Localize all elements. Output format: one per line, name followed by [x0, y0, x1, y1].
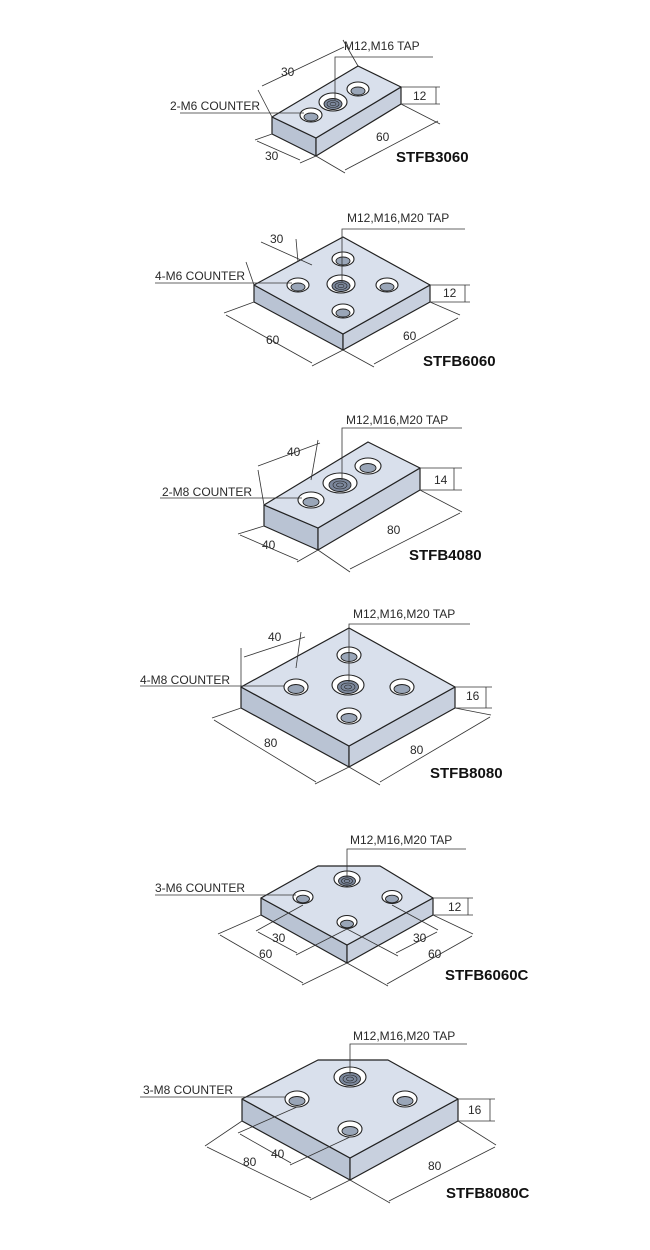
- counter-hole: [331, 251, 355, 267]
- counter-label: 3-M8 COUNTER: [143, 1083, 233, 1097]
- dim-height: 16: [466, 689, 480, 703]
- dim-bottom-left: 30: [265, 149, 279, 163]
- plate-stfb6060c: M12,M16,M20 TAP 3-M6 COUNTER 30 60 30 60…: [155, 833, 529, 987]
- model-name: STFB8080C: [446, 1185, 530, 1202]
- counter-hole: [284, 1090, 310, 1108]
- counter-label: 4-M8 COUNTER: [140, 673, 230, 687]
- plate-stfb8080: M12,M16,M20 TAP 4-M8 COUNTER 40 80 80 16…: [140, 607, 503, 786]
- counter-hole: [389, 678, 415, 696]
- tap-hole: [326, 274, 356, 294]
- counter-hole: [381, 889, 403, 905]
- dim-height: 12: [443, 286, 457, 300]
- counter-label: 3-M6 COUNTER: [155, 881, 245, 895]
- dim-height: 16: [468, 1103, 482, 1117]
- tap-label: M12,M16,M20 TAP: [347, 211, 449, 225]
- dim-inner-right: 30: [413, 931, 427, 945]
- tap-hole: [318, 92, 348, 112]
- tap-hole: [331, 674, 365, 696]
- dim-bottom-left: 60: [259, 947, 273, 961]
- dim-bottom-right: 60: [428, 947, 442, 961]
- tap-label: M12,M16,M20 TAP: [353, 607, 455, 621]
- dim-height: 14: [434, 473, 448, 487]
- model-name: STFB6060C: [445, 967, 529, 984]
- plate-stfb8080c: M12,M16,M20 TAP 3-M8 COUNTER 40 80 80 16…: [140, 1029, 530, 1204]
- tap-hole: [322, 472, 358, 494]
- model-name: STFB6060: [423, 353, 496, 370]
- tap-label: M12,M16,M20 TAP: [353, 1029, 455, 1043]
- dim-bottom-right: 80: [410, 743, 424, 757]
- tap-label: M12,M16,M20 TAP: [346, 413, 448, 427]
- model-name: STFB4080: [409, 547, 482, 564]
- dim-inner-left: 40: [271, 1147, 285, 1161]
- counter-hole: [346, 81, 370, 97]
- dim-bottom-left: 80: [264, 736, 278, 750]
- dim-bottom-left: 40: [262, 538, 276, 552]
- dim-bottom-right: 80: [428, 1159, 442, 1173]
- counter-hole: [354, 457, 382, 475]
- tap-hole: [333, 870, 361, 888]
- dim-bottom-right: 80: [387, 523, 401, 537]
- counter-hole: [292, 889, 314, 905]
- counter-hole: [392, 1090, 418, 1108]
- dim-bottom-right: 60: [376, 130, 390, 144]
- counter-hole: [337, 1120, 363, 1138]
- counter-hole: [299, 107, 323, 123]
- dim-inner-left: 30: [272, 931, 286, 945]
- tap-hole: [333, 1066, 367, 1088]
- counter-hole: [375, 277, 399, 293]
- counter-label: 4-M6 COUNTER: [155, 269, 245, 283]
- counter-hole: [297, 491, 325, 509]
- counter-label: 2-M8 COUNTER: [162, 485, 252, 499]
- counter-label: 2-M6 COUNTER: [170, 99, 260, 113]
- dim-top-left: 40: [268, 630, 282, 644]
- model-name: STFB3060: [396, 149, 469, 166]
- dim-height: 12: [448, 900, 462, 914]
- dim-bottom-left: 60: [266, 333, 280, 347]
- dim-height: 12: [413, 89, 427, 103]
- counter-hole: [286, 277, 310, 293]
- dim-top-left: 30: [270, 232, 284, 246]
- tap-label: M12,M16,M20 TAP: [350, 833, 452, 847]
- counter-hole: [331, 303, 355, 319]
- dim-top-left: 30: [281, 65, 295, 79]
- plate-stfb6060: M12,M16,M20 TAP 4-M6 COUNTER 30 60 60 12…: [155, 211, 496, 370]
- plate-stfb4080: M12,M16,M20 TAP 2-M8 COUNTER 40 40 80 14…: [160, 413, 482, 573]
- counter-hole: [336, 707, 362, 725]
- plate-stfb3060: M12,M16 TAP 2-M6 COUNTER 30 30 60 12 STF…: [170, 39, 469, 174]
- tap-label: M12,M16 TAP: [344, 39, 420, 53]
- dim-top-left: 40: [287, 445, 301, 459]
- model-name: STFB8080: [430, 765, 503, 782]
- dim-bottom-right: 60: [403, 329, 417, 343]
- dim-bottom-left: 80: [243, 1155, 257, 1169]
- counter-hole: [336, 914, 358, 930]
- counter-hole: [283, 678, 309, 696]
